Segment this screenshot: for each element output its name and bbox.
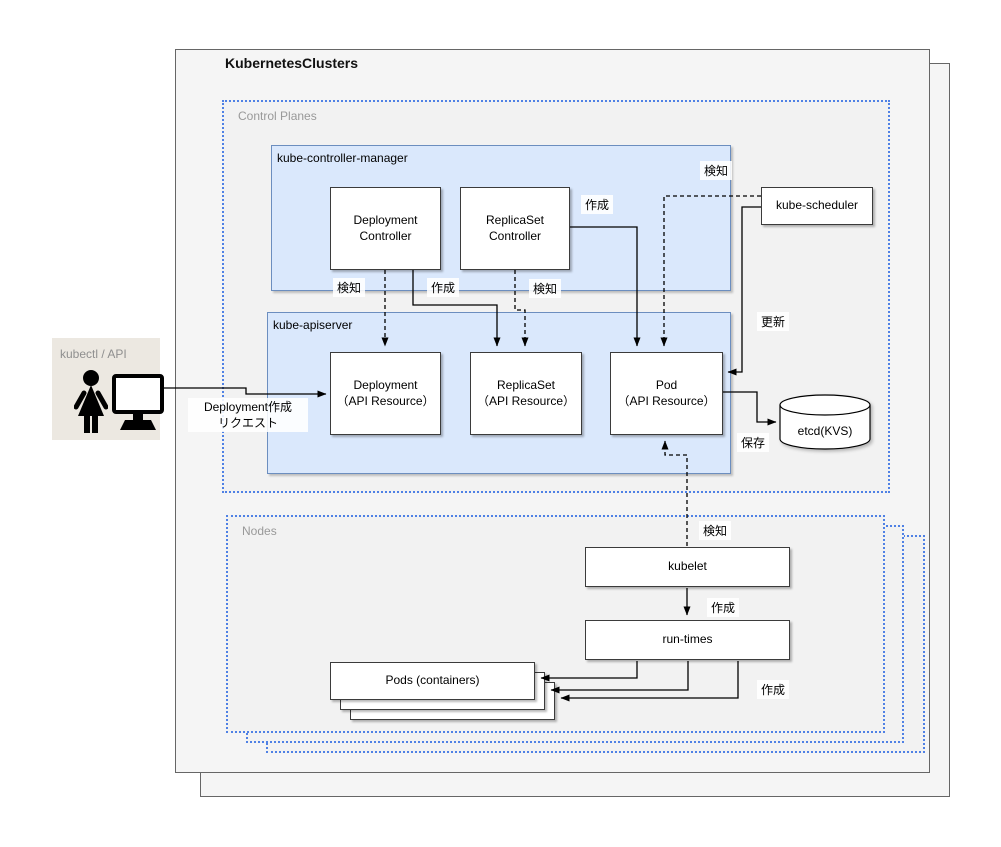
deployment-controller-line2: Controller [359, 228, 412, 243]
kubelet-node: kubelet [585, 547, 790, 587]
kubectl-actor-box: kubectl / API [52, 338, 164, 440]
kube-controller-manager-label: kube-controller-manager [277, 151, 408, 165]
edge-label-update: 更新 [757, 312, 790, 331]
kube-scheduler-label: kube-scheduler [775, 198, 859, 213]
deployment-controller-node: Deployment Controller [330, 187, 441, 270]
replicaset-controller-line2: Controller [488, 228, 542, 243]
edge-label-create-deployment: 作成 [427, 278, 460, 297]
kubelet-label: kubelet [668, 559, 707, 574]
deployment-api-node: Deployment （API Resource） [330, 352, 441, 435]
edge-label-deployment-request: Deployment作成 リクエスト [188, 398, 308, 433]
etcd-cylinder-icon [779, 394, 871, 450]
pods-label: Pods (containers) [385, 673, 480, 688]
request-label-line2: リクエスト [217, 416, 278, 431]
kube-apiserver-label: kube-apiserver [273, 318, 353, 332]
pod-api-node: Pod （API Resource） [610, 352, 723, 435]
replicaset-controller-node: ReplicaSet Controller [460, 187, 570, 270]
edge-label-save: 保存 [737, 433, 770, 452]
etcd-label: etcd(KVS) [797, 424, 853, 438]
edge-label-create-kubelet: 作成 [707, 598, 740, 617]
kubectl-actor-label: kubectl / API [60, 347, 127, 361]
diagram-title: KubernetesClusters [225, 55, 359, 71]
edge-label-create-runtimes: 作成 [757, 680, 790, 699]
replicaset-api-node: ReplicaSet （API Resource） [470, 352, 582, 435]
kube-scheduler-node: kube-scheduler [761, 187, 873, 225]
replicaset-api-line2: （API Resource） [476, 393, 576, 408]
request-label-line1: Deployment作成 [203, 400, 293, 414]
deployment-api-line1: Deployment [353, 377, 418, 392]
deployment-api-line2: （API Resource） [336, 393, 435, 408]
runtimes-label: run-times [662, 632, 713, 647]
monitor-icon [112, 374, 164, 430]
control-planes-label: Control Planes [238, 109, 317, 123]
replicaset-controller-line1: ReplicaSet [485, 212, 545, 227]
edge-label-detect-replicaset: 検知 [529, 279, 562, 298]
nodes-label: Nodes [242, 524, 277, 538]
edge-label-detect-scheduler: 検知 [700, 161, 733, 180]
deployment-controller-line1: Deployment [353, 212, 418, 227]
replicaset-api-line1: ReplicaSet [496, 377, 556, 392]
edge-label-detect-kubelet: 検知 [699, 521, 732, 540]
runtimes-node: run-times [585, 620, 790, 660]
edge-label-create-rs-pod: 作成 [581, 195, 614, 214]
edge-label-detect-deployment: 検知 [333, 278, 366, 297]
pod-api-line2: （API Resource） [617, 393, 716, 408]
user-icon [74, 370, 108, 433]
pod-api-line1: Pod [655, 377, 678, 392]
pods-node: Pods (containers) [330, 662, 535, 700]
